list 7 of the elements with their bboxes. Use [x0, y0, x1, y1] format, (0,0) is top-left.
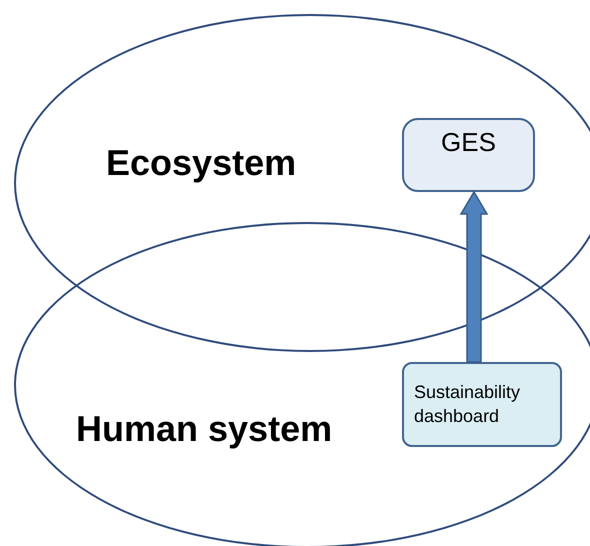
box-label: GES — [441, 126, 496, 159]
region-label: Human system — [76, 408, 332, 450]
rounded-box — [402, 362, 562, 447]
rounded-box — [402, 118, 535, 192]
region-label: Ecosystem — [106, 142, 296, 184]
block-arrow — [460, 190, 488, 363]
box-label: Sustainability dashboard — [414, 381, 522, 428]
